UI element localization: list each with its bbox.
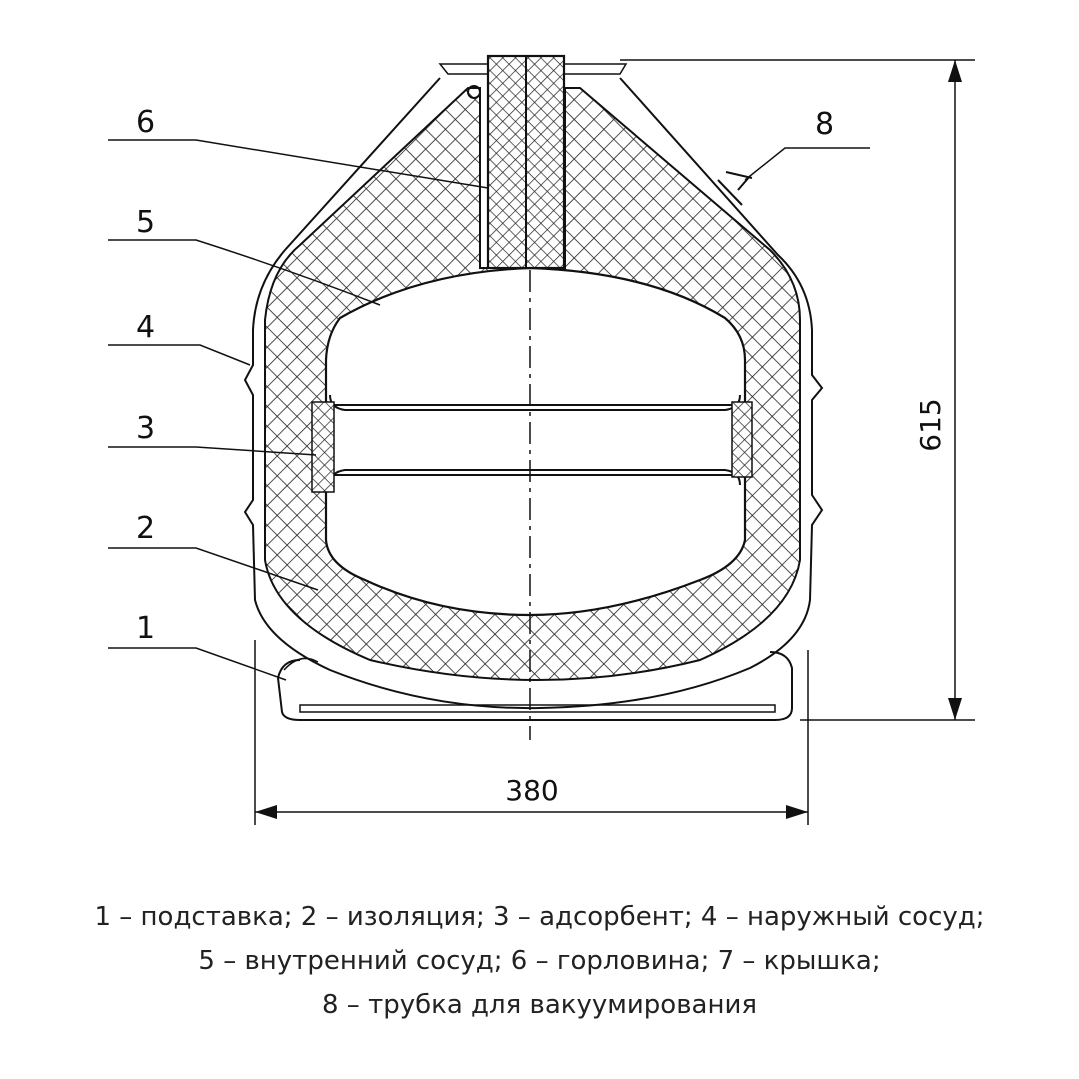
inner-vessel [324,266,747,617]
legend-line-2: 5 – внутренний сосуд; 6 – горловина; 7 –… [198,946,881,976]
width-dimension: 380 [505,774,558,807]
legend-caption: 1 – подставка; 2 – изоляция; 3 – адсорбе… [0,895,1079,1027]
label-2: 2 [136,511,155,546]
evacuation-tube [717,171,753,206]
label-1: 1 [136,611,155,646]
adsorbent-left [311,401,335,493]
legend-line-1: 1 – подставка; 2 – изоляция; 3 – адсорбе… [94,902,985,932]
label-8: 8 [815,107,834,142]
height-dimension: 615 [914,398,947,451]
stand [276,651,793,721]
label-6: 6 [136,105,155,140]
legend-line-3: 8 – трубка для вакуумирования [322,990,757,1020]
label-5: 5 [136,205,155,240]
label-4: 4 [136,310,155,345]
outer-vessel [243,77,824,710]
label-3: 3 [136,411,155,446]
adsorbent-right [731,401,753,478]
